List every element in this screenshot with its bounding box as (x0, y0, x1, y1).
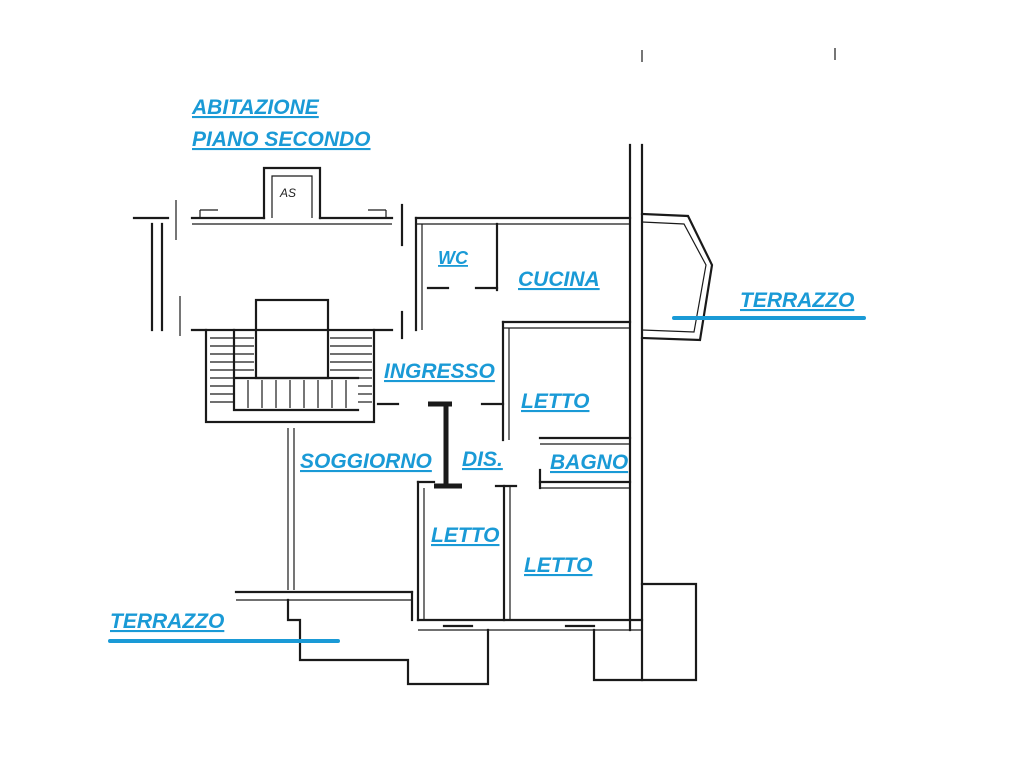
interior-walls (376, 216, 644, 631)
room-label-letto-a: LETTO (521, 390, 589, 413)
room-label-dis: DIS. (462, 448, 503, 471)
room-label-letto-b: LETTO (431, 524, 499, 547)
north-wall (414, 216, 632, 225)
east-terrace-outline (640, 212, 714, 342)
south-west-terrace-outline (286, 582, 698, 686)
room-label-wc: WC (438, 248, 469, 268)
plan-title-line2: PIANO SECONDO (192, 128, 371, 151)
room-label-bagno: BAGNO (550, 451, 628, 474)
west-building-walls (132, 200, 404, 340)
east-wall (628, 48, 836, 682)
living-walls (234, 428, 414, 622)
landing-top-wall (190, 166, 394, 225)
plan-title-line1: ABITAZIONE (191, 96, 320, 119)
room-label-soggiorno: SOGGIORNO (300, 450, 432, 473)
room-label-letto-c: LETTO (524, 554, 592, 577)
room-label-ingresso: INGRESSO (384, 360, 495, 383)
lift-label: AS (279, 186, 296, 200)
terrace-label-south-west: TERRAZZO (110, 610, 224, 633)
staircase (190, 298, 394, 424)
terrace-label-east: TERRAZZO (740, 289, 854, 312)
room-label-cucina: CUCINA (518, 268, 600, 291)
